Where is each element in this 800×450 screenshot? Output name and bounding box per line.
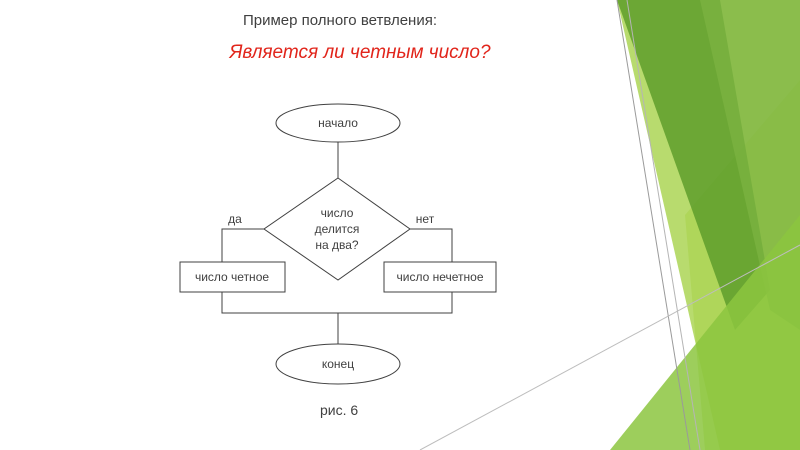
green-shape-bottom [610,215,800,450]
connector-merge [221,292,453,314]
decorative-line [616,0,691,450]
start-label: начало [318,116,358,130]
no-label: нет [416,212,435,226]
decorative-line [419,244,800,450]
no-action-box [383,261,497,293]
yes-action-label: число четное [195,270,269,284]
decision-label-line1: число [321,206,354,220]
yes-action-box [179,261,286,293]
slide-question: Является ли четным число? [229,42,491,63]
connector-yes-branch [221,228,264,262]
decision-label-line3: на два? [315,238,359,252]
decision-label-line2: делится [315,222,360,236]
decision-diamond [263,177,411,281]
connector-no-branch [410,228,453,262]
end-terminal [275,343,401,385]
decorative-line [626,0,701,450]
end-label: конец [322,357,354,371]
yes-label: да [228,212,242,226]
no-action-label: число нечетное [397,270,484,284]
slide-heading: Пример полного ветвления: [242,12,438,29]
figure-caption: рис. 6 [320,402,359,418]
